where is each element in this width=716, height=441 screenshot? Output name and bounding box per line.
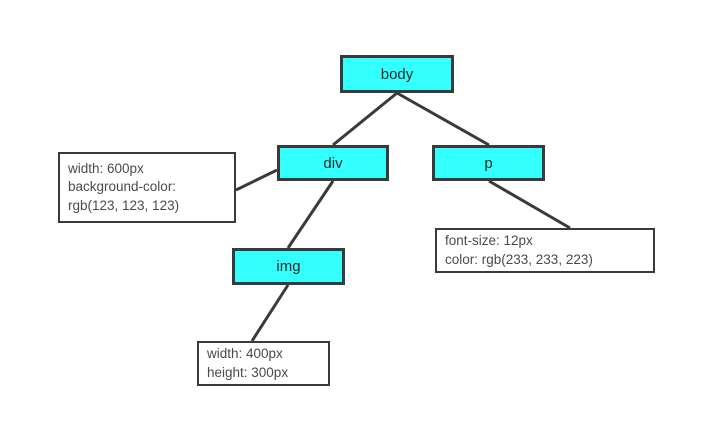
- annotation-img-line-1: width: 400px: [207, 346, 283, 362]
- edge-p-annotation: [488, 179, 571, 230]
- annotation-div-line-1: width: 600px: [68, 161, 144, 177]
- annotation-div-line-2: background-color:: [68, 179, 177, 195]
- annotation-p-styles: font-size: 12px color: rgb(233, 233, 223…: [435, 228, 655, 273]
- edge-div-annotation: [235, 168, 278, 192]
- edge-img-annotation: [250, 284, 290, 342]
- annotation-img-line-2: height: 300px: [207, 364, 289, 380]
- annotation-p-line-1: font-size: 12px: [445, 233, 533, 249]
- node-div-label: div: [323, 154, 343, 172]
- node-body-label: body: [380, 65, 414, 83]
- annotation-div-styles: width: 600px background-color: rgb(123, …: [58, 152, 236, 223]
- edge-div-img: [286, 180, 335, 249]
- node-div[interactable]: div: [277, 145, 389, 181]
- node-p[interactable]: p: [432, 145, 545, 181]
- annotation-div-line-3: rgb(123, 123, 123): [68, 197, 180, 213]
- node-img-label: img: [276, 258, 301, 275]
- node-img[interactable]: img: [232, 248, 345, 285]
- node-p-label: p: [484, 154, 493, 172]
- node-body[interactable]: body: [340, 55, 454, 93]
- annotation-p-line-2: color: rgb(233, 233, 223): [445, 251, 593, 267]
- edge-body-div: [332, 91, 398, 147]
- annotation-img-styles: width: 400px height: 300px: [197, 341, 330, 386]
- edge-body-p: [396, 91, 490, 147]
